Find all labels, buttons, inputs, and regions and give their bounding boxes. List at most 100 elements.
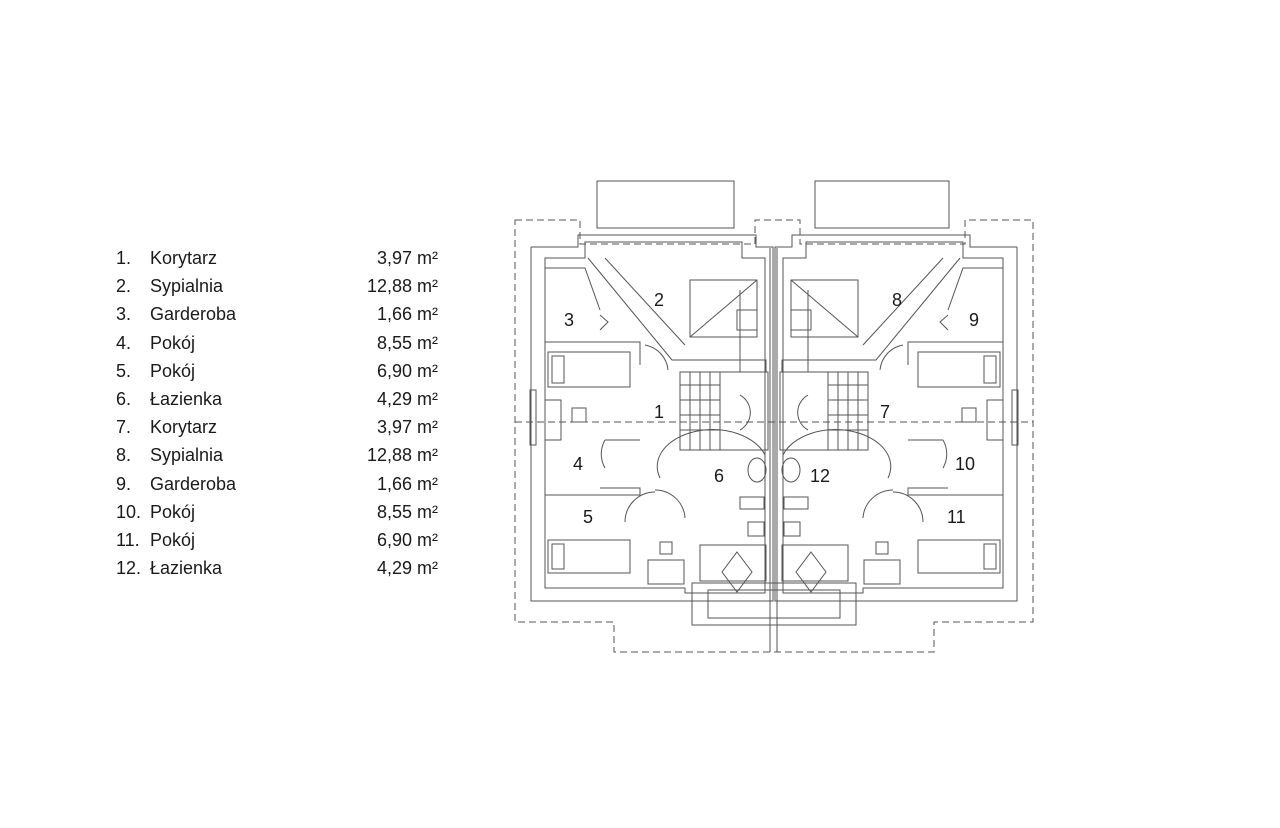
room-name: Łazienka xyxy=(150,388,223,409)
room-number: 8. xyxy=(116,445,132,466)
bed xyxy=(547,539,631,574)
desk xyxy=(544,399,562,441)
loggia xyxy=(691,582,857,626)
legend-row: 4. Pokój 8,55 m² xyxy=(116,329,446,357)
garderoba-door xyxy=(599,314,609,331)
room-area: 12,88 m² xyxy=(366,445,438,466)
bathtub xyxy=(699,544,767,582)
legend-row: 10. Pokój 8,55 m² xyxy=(116,498,446,526)
room-area: 8,55 m² xyxy=(376,501,438,522)
plan-label-5: 5 xyxy=(583,507,593,527)
desk xyxy=(986,399,1004,441)
room-number: 4. xyxy=(116,332,132,353)
room-name: Pokój xyxy=(150,501,196,522)
stair-steps xyxy=(797,372,868,450)
plan-label-3: 3 xyxy=(564,310,574,330)
door-swing xyxy=(644,344,669,371)
washing-machine xyxy=(783,496,809,510)
bed xyxy=(547,351,631,388)
garderoba-door xyxy=(939,314,949,331)
room-number: 6. xyxy=(116,388,132,409)
legend-row: 5. Pokój 6,90 m² xyxy=(116,357,446,385)
room-name: Garderoba xyxy=(150,304,237,325)
dormer-left xyxy=(596,180,735,229)
room-area: 6,90 m² xyxy=(376,529,438,550)
room-area: 3,97 m² xyxy=(376,248,438,268)
bed xyxy=(917,539,1001,574)
legend-row: 3. Garderoba 1,66 m² xyxy=(116,300,446,328)
garderoba-wall xyxy=(947,267,1003,311)
room-name: Pokój xyxy=(150,332,196,353)
room-number: 2. xyxy=(116,276,132,297)
window xyxy=(1011,389,1019,446)
legend-row: 6. Łazienka 4,29 m² xyxy=(116,385,446,413)
dormer-right xyxy=(814,180,950,229)
toilet xyxy=(783,521,801,537)
room-number: 3. xyxy=(116,304,132,325)
room-number: 10. xyxy=(116,501,142,522)
door-swing xyxy=(892,491,924,523)
window xyxy=(529,389,537,446)
legend-row: 11. Pokój 6,90 m² xyxy=(116,526,446,554)
chair xyxy=(875,541,889,555)
door-swing xyxy=(908,439,948,469)
room-area: 4,29 m² xyxy=(376,388,438,409)
door-swing xyxy=(862,489,894,519)
left-unit-outer-wall xyxy=(530,234,774,626)
plan-label-11: 11 xyxy=(947,507,966,527)
plan-label-1: 1 xyxy=(654,402,664,422)
skylight xyxy=(721,551,753,593)
chair xyxy=(659,541,673,555)
room-name: Pokój xyxy=(150,360,196,381)
chair xyxy=(961,407,977,423)
room-number: 1. xyxy=(116,248,132,268)
sink xyxy=(747,457,767,483)
staircase xyxy=(779,371,869,451)
bedroom-slope-wall xyxy=(807,257,961,361)
room-area: 1,66 m² xyxy=(376,304,438,325)
room-area: 4,29 m² xyxy=(376,558,438,579)
wardrobe xyxy=(790,279,859,338)
bed-pillow xyxy=(551,355,565,384)
right-unit-inner-wall xyxy=(782,241,1004,594)
roof-outline xyxy=(514,219,1034,653)
room-area: 3,97 m² xyxy=(376,417,438,438)
wardrobe-diagonal xyxy=(689,279,758,338)
door-swing xyxy=(624,491,656,523)
room-name: Pokój xyxy=(150,529,196,550)
chimney xyxy=(739,359,767,373)
chair xyxy=(571,407,587,423)
door-swing xyxy=(654,489,686,519)
bedroom-slope-wall xyxy=(862,257,944,346)
room-area: 6,90 m² xyxy=(376,360,438,381)
nightstand xyxy=(736,309,758,331)
room-number: 11. xyxy=(116,529,140,550)
garderoba-wall xyxy=(545,267,601,311)
plan-label-4: 4 xyxy=(573,454,583,474)
room-number: 5. xyxy=(116,360,132,381)
loggia-inner xyxy=(707,589,841,619)
bed-pillow xyxy=(551,543,565,570)
staircase xyxy=(679,371,769,451)
stair-steps xyxy=(680,372,751,450)
plan-label-6: 6 xyxy=(714,466,724,486)
left-unit-inner-wall xyxy=(544,241,766,594)
room-area: 8,55 m² xyxy=(376,332,438,353)
room-number: 9. xyxy=(116,473,132,494)
chimney xyxy=(781,359,809,373)
plan-label-12: 12 xyxy=(810,466,830,486)
room-number: 7. xyxy=(116,417,132,438)
plan-label-2: 2 xyxy=(654,290,664,310)
cabinet xyxy=(863,559,901,585)
bed-pillow xyxy=(983,355,997,384)
skylight xyxy=(795,551,827,593)
cabinet xyxy=(647,559,685,585)
room-number: 12. xyxy=(116,558,142,579)
wardrobe xyxy=(689,279,758,338)
